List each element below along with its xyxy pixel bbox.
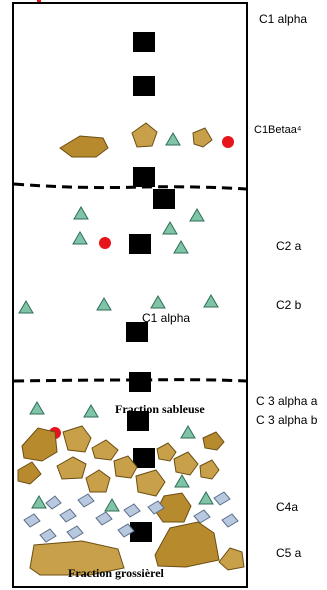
gravel-piece bbox=[135, 469, 166, 497]
marker-square bbox=[133, 76, 155, 96]
triangle bbox=[203, 294, 219, 308]
label-c4a: C4a bbox=[276, 500, 299, 514]
red-dot bbox=[222, 136, 234, 148]
gravel-piece bbox=[21, 427, 58, 462]
pebble bbox=[193, 509, 211, 524]
triangle bbox=[198, 491, 214, 505]
marker-square bbox=[126, 322, 148, 342]
horizon-boundary-lower bbox=[13, 378, 247, 383]
label-c2-b: C2 b bbox=[276, 298, 302, 312]
c1-gravel bbox=[59, 122, 213, 158]
large-block bbox=[218, 547, 245, 571]
gravel-piece bbox=[17, 461, 42, 485]
marker-square bbox=[153, 189, 175, 209]
gravel-piece bbox=[113, 455, 138, 479]
triangle bbox=[29, 401, 45, 415]
label-fraction-grossiere: Fraction grossièrel bbox=[68, 566, 164, 580]
gravel-piece bbox=[62, 425, 92, 453]
gravel-piece bbox=[192, 127, 213, 148]
pebble bbox=[59, 508, 77, 523]
triangle bbox=[173, 240, 189, 254]
gravel-piece bbox=[131, 122, 158, 148]
triangle bbox=[162, 221, 178, 235]
triangle bbox=[104, 498, 120, 512]
profile-frame bbox=[12, 2, 248, 588]
triangle bbox=[174, 474, 190, 488]
triangle bbox=[189, 208, 205, 222]
large-block bbox=[29, 540, 125, 576]
pebble bbox=[213, 491, 231, 506]
pebble bbox=[147, 500, 165, 515]
label-c3-alpha-a: C 3 alpha a bbox=[256, 394, 318, 408]
gravel-piece bbox=[56, 456, 87, 480]
marker-square bbox=[133, 32, 155, 52]
pebbles bbox=[23, 491, 239, 543]
pebble bbox=[95, 511, 113, 526]
column-markers bbox=[126, 32, 175, 542]
gravel-piece bbox=[199, 459, 220, 480]
c5-coarse bbox=[29, 521, 245, 576]
large-block bbox=[154, 521, 220, 568]
label-c1-beta: C1Betaa⁴ bbox=[254, 124, 302, 136]
marker-square bbox=[130, 522, 152, 542]
triangle bbox=[96, 297, 112, 311]
gravel-piece bbox=[155, 492, 192, 523]
triangles bbox=[18, 132, 219, 512]
pebble bbox=[221, 513, 239, 528]
triangle bbox=[150, 295, 166, 309]
triangle bbox=[18, 300, 34, 314]
pebble bbox=[23, 513, 41, 528]
label-c1-alpha: C1 alpha bbox=[259, 12, 308, 26]
pebble bbox=[45, 495, 62, 510]
gravel-piece bbox=[59, 135, 109, 158]
pebble bbox=[123, 503, 141, 518]
triangle bbox=[72, 231, 88, 245]
triangle bbox=[165, 132, 181, 146]
pebble bbox=[39, 528, 57, 543]
triangle bbox=[73, 206, 89, 220]
marker-square bbox=[129, 372, 151, 392]
triangle bbox=[180, 425, 196, 439]
horizon-boundary-upper bbox=[13, 182, 247, 191]
gravel-piece bbox=[91, 439, 119, 461]
marker-square bbox=[127, 411, 149, 431]
gravel-piece bbox=[85, 469, 111, 493]
top-red-mark bbox=[37, 0, 41, 2]
triangle bbox=[83, 404, 99, 418]
c4-gravel bbox=[17, 425, 225, 523]
gravel-piece bbox=[173, 451, 199, 476]
pebble bbox=[117, 523, 135, 538]
pebble bbox=[77, 493, 95, 508]
label-c3-alpha-b: C 3 alpha b bbox=[256, 413, 318, 427]
label-c5a: C5 a bbox=[276, 546, 302, 560]
marker-square bbox=[133, 448, 155, 468]
label-fraction-sableuse: Fraction sableuse bbox=[115, 402, 205, 416]
gravel-piece bbox=[156, 442, 177, 462]
marker-square bbox=[133, 167, 155, 187]
pebble bbox=[66, 525, 84, 540]
red-dot bbox=[99, 237, 111, 249]
label-c2-a: C2 a bbox=[276, 239, 302, 253]
triangle bbox=[31, 495, 47, 509]
label-c1-alpha-inner: C1 alpha bbox=[142, 311, 191, 325]
gravel-piece bbox=[202, 431, 225, 451]
marker-square bbox=[129, 234, 151, 254]
